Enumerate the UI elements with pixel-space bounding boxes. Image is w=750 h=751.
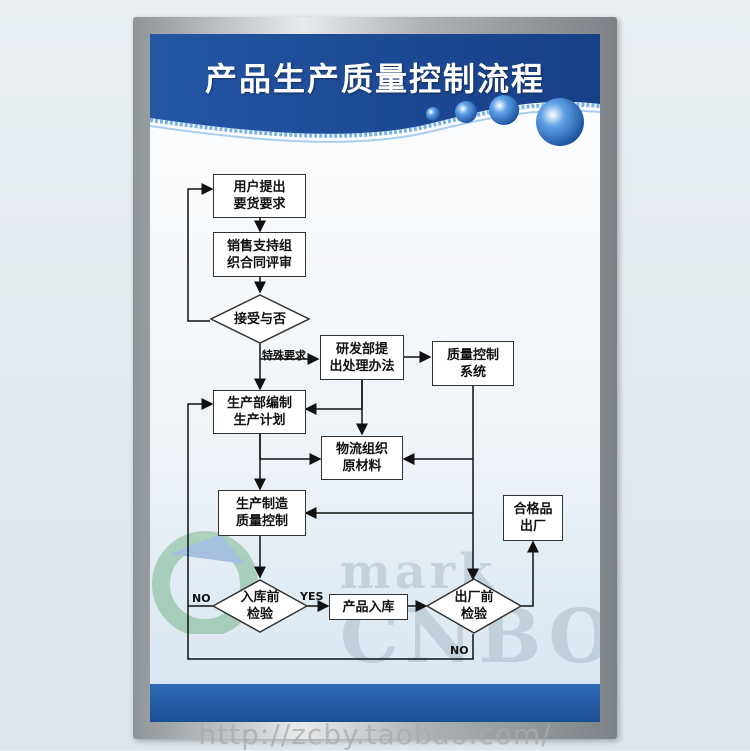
edge-label-no-left: NO [192, 592, 211, 605]
decision-outbound-shape [426, 578, 522, 634]
decision-inbound-check: 入库前 检验 [240, 590, 280, 622]
node-logistics: 物流组织 原材料 [321, 436, 403, 480]
edge-label-yes: YES [300, 590, 324, 603]
edge-label-no-bottom: NO [450, 644, 469, 657]
node-warehousing: 产品入库 [329, 594, 408, 620]
poster-header: 产品生产质量控制流程 [150, 34, 600, 154]
decision-outbound-check: 出厂前 检验 [454, 590, 494, 622]
node-sales-review: 销售支持组 织合同评审 [213, 232, 306, 277]
bubble-decoration [455, 101, 477, 123]
poster-title: 产品生产质量控制流程 [204, 60, 545, 98]
bubble-decoration [536, 98, 584, 146]
bubble-decoration [426, 107, 440, 121]
node-production-plan: 生产部编制 生产计划 [213, 390, 306, 434]
decision-accept-shape [210, 294, 310, 344]
node-manufacturing: 生产制造 质量控制 [218, 490, 306, 536]
node-user-request: 用户提出 要货要求 [213, 174, 306, 218]
decision-accept: 接受与否 [233, 311, 286, 327]
edge-label-special: 特殊要求 [262, 349, 306, 362]
bubble-decoration [489, 95, 519, 125]
flow-connectors [187, 183, 539, 660]
poster-bottom-bar [150, 684, 600, 722]
node-qc-system: 质量控制 系统 [432, 341, 514, 386]
decision-inbound-shape [212, 579, 308, 633]
node-qualified: 合格品 出厂 [503, 495, 563, 541]
watermark-url: http://zcby.taobao.com/ [198, 718, 552, 751]
poster-panel: 产品生产质量控制流程 mark CNBO [150, 34, 600, 722]
node-rd-proposal: 研发部提 出处理办法 [320, 335, 404, 380]
